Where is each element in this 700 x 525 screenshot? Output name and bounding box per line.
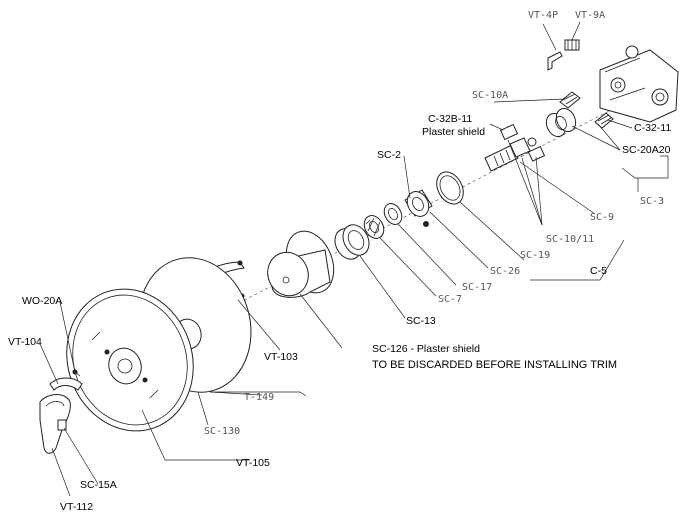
label-sc-26: SC-26 bbox=[490, 266, 520, 277]
label-vt-104: VT-104 bbox=[8, 336, 42, 348]
label-sc-20a20: SC-20A20 bbox=[622, 144, 671, 156]
vt-4p-key bbox=[547, 51, 563, 71]
sc-20a20-cartridge bbox=[545, 107, 577, 138]
vt-9a-fitting bbox=[564, 39, 580, 51]
label-vt-9a: VT-9A bbox=[575, 10, 605, 21]
label-sc-17: SC-17 bbox=[462, 282, 492, 293]
label-sc-10a: SC-10A bbox=[472, 90, 508, 101]
sc-10a-cap bbox=[527, 145, 546, 162]
label-plaster-shield: Plaster shield bbox=[422, 126, 485, 138]
label-sc-130: SC-130 bbox=[204, 426, 240, 437]
assembly-axis bbox=[99, 94, 641, 376]
valve-body bbox=[599, 45, 679, 123]
vt-112-handle bbox=[39, 394, 71, 454]
sc-10a-spring bbox=[559, 91, 581, 109]
label-sc-126: SC-126 - Plaster shield bbox=[372, 343, 480, 355]
sc-7-nut bbox=[363, 215, 385, 239]
c-32b-11-part bbox=[499, 123, 519, 141]
label-sc-19: SC-19 bbox=[520, 250, 550, 261]
label-vt-105: VT-105 bbox=[236, 457, 270, 469]
label-sc-3: SC-3 bbox=[640, 196, 664, 207]
label-vt-4p: VT-4P bbox=[528, 10, 558, 21]
label-wo-20a: WO-20A bbox=[22, 295, 62, 307]
label-c-5: C-5 bbox=[590, 265, 607, 277]
sc-19-o-ring bbox=[436, 171, 464, 205]
sc-2-stem bbox=[484, 137, 531, 172]
label-sc-13: SC-13 bbox=[406, 315, 436, 327]
label-t-149: T-149 bbox=[244, 392, 274, 403]
sc-17-ring bbox=[383, 203, 403, 225]
label-vt-103: VT-103 bbox=[264, 351, 298, 363]
sc-126-plaster-shield bbox=[267, 230, 335, 298]
sc-130-escutcheon-plate bbox=[66, 288, 194, 432]
sc-13-sleeve bbox=[334, 224, 370, 260]
label-c-32-11: C-32-11 bbox=[634, 122, 671, 134]
sc-26-stop bbox=[404, 189, 433, 227]
label-c-32b-11: C-32B-11 bbox=[428, 113, 472, 125]
discard-note: TO BE DISCARDED BEFORE INSTALLING TRIM bbox=[372, 359, 617, 371]
label-sc-10-11: SC-10/11 bbox=[546, 234, 594, 245]
vt-104-lever bbox=[49, 377, 83, 391]
small-washer bbox=[527, 137, 537, 147]
label-sc-2: SC-2 bbox=[377, 149, 401, 161]
label-sc-15a: SC-15A bbox=[80, 479, 117, 491]
label-vt-112: VT-112 bbox=[60, 501, 93, 513]
label-sc-9: SC-9 bbox=[590, 212, 614, 223]
label-sc-7: SC-7 bbox=[438, 294, 462, 305]
leader-lines bbox=[39, 21, 669, 497]
